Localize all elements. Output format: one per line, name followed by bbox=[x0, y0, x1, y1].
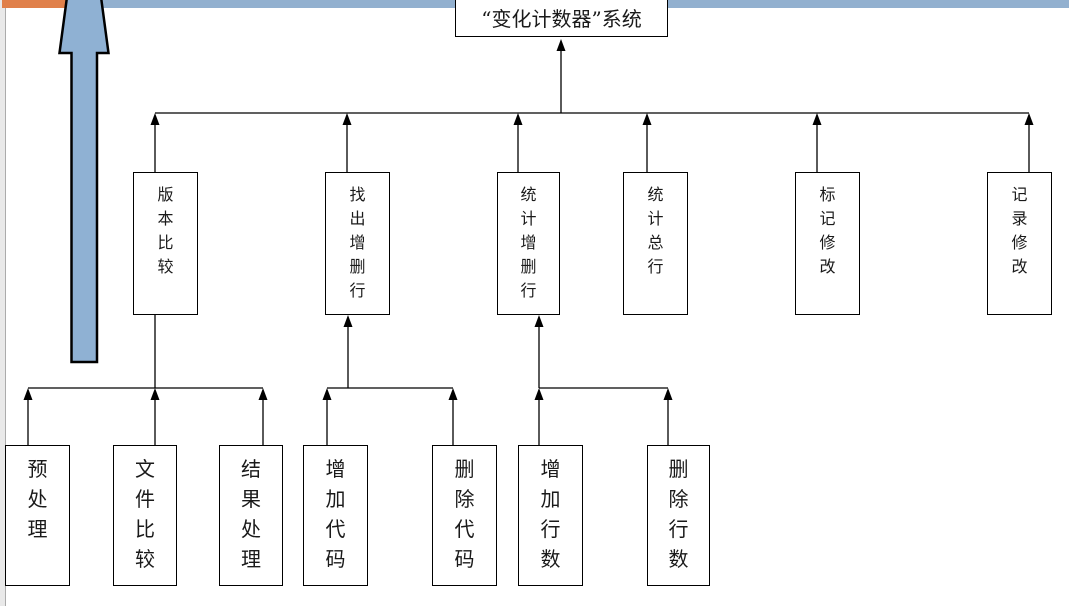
left-page-edge bbox=[5, 0, 6, 606]
node-count-total-lines[interactable]: 统 计 总 行 bbox=[623, 172, 688, 315]
arrowheads bbox=[23, 39, 1034, 400]
top-orange-bar bbox=[2, 0, 67, 8]
node-preprocess[interactable]: 预 处 理 bbox=[5, 445, 70, 586]
node-delete-code[interactable]: 删 除 代 码 bbox=[432, 445, 497, 586]
node-root-system[interactable]: “变化计数器”系统 bbox=[455, 0, 668, 37]
node-result-process[interactable]: 结 果 处 理 bbox=[219, 445, 283, 586]
big-up-arrow[interactable] bbox=[0, 0, 130, 366]
node-record-modifications[interactable]: 记 录 修 改 bbox=[987, 172, 1052, 315]
node-version-compare[interactable]: 版 本 比 较 bbox=[133, 172, 198, 315]
node-file-compare[interactable]: 文 件 比 较 bbox=[113, 445, 177, 586]
node-deleted-line-count[interactable]: 删 除 行 数 bbox=[647, 445, 710, 586]
node-mark-modifications[interactable]: 标 记 修 改 bbox=[795, 172, 860, 315]
node-add-code[interactable]: 增 加 代 码 bbox=[303, 445, 368, 586]
up-arrow-shape bbox=[58, 0, 110, 364]
left-gutter bbox=[0, 0, 5, 606]
node-count-added-deleted-lines[interactable]: 统 计 增 删 行 bbox=[497, 172, 560, 315]
node-added-line-count[interactable]: 增 加 行 数 bbox=[518, 445, 583, 586]
node-find-added-deleted-lines[interactable]: 找 出 增 删 行 bbox=[325, 172, 390, 315]
